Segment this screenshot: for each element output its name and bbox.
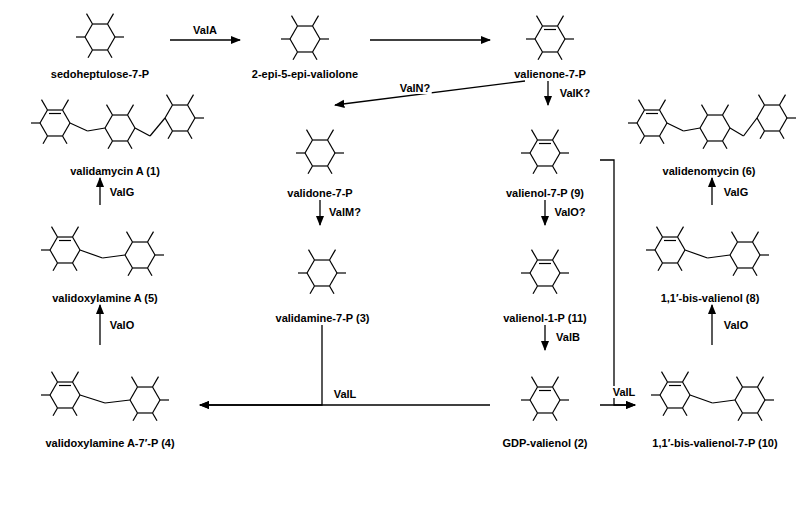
reaction-arrow — [99, 178, 100, 205]
reaction-arrow — [319, 200, 320, 225]
compound-name: valienone-7-P — [490, 68, 610, 81]
chemical-structure — [620, 78, 798, 164]
enzyme-label: ValL — [612, 386, 637, 398]
enzyme-label: ValG — [723, 186, 749, 198]
compound-name: valienol-1-P (11) — [490, 312, 600, 325]
compound-node: sedoheptulose-7-P — [30, 5, 170, 81]
compound-node: GDP-valienol (2) — [490, 350, 600, 450]
compound-name: 1,1′-bis-valienol-7-P (10) — [635, 437, 795, 450]
enzyme-label: ValM? — [328, 206, 362, 218]
compound-node: 2-epi-5-epi-valiolone — [240, 5, 370, 81]
compound-node: validenomycin (6) — [620, 78, 798, 178]
compound-name: valienol-7-P (9) — [490, 187, 600, 200]
chemical-structure — [30, 5, 170, 67]
compound-node: validamycin A (1) — [20, 78, 210, 178]
compound-name: validoxylamine A-7′-P (4) — [20, 437, 200, 450]
reaction-arrow — [99, 305, 100, 345]
enzyme-label: ValG — [109, 186, 135, 198]
compound-name: validone-7-P — [265, 187, 375, 200]
enzyme-label: ValK? — [559, 87, 592, 99]
compound-name: validamycin A (1) — [20, 165, 210, 178]
enzyme-label: ValB — [555, 331, 581, 343]
compound-name: sedoheptulose-7-P — [30, 68, 170, 81]
compound-node: validone-7-P — [265, 105, 375, 200]
reaction-arrow — [600, 160, 635, 405]
compound-node: validoxylamine A-7′-P (4) — [20, 345, 200, 450]
chemical-structure — [490, 225, 600, 311]
reaction-arrow — [200, 325, 322, 405]
chemical-structure — [20, 205, 190, 291]
enzyme-label: ValO? — [553, 206, 586, 218]
compound-node: valienol-7-P (9) — [490, 105, 600, 200]
chemical-structure — [625, 205, 795, 291]
reaction-arrow — [335, 81, 525, 105]
reaction-arrow — [547, 81, 548, 105]
chemical-structure — [265, 105, 375, 186]
compound-name: validoxylamine A (5) — [20, 292, 190, 305]
reaction-arrow — [711, 305, 712, 345]
chemical-structure — [490, 105, 600, 186]
chemical-structure — [240, 5, 370, 67]
chemical-structure — [490, 5, 610, 67]
compound-node: 1,1′-bis-valienol (8) — [625, 205, 795, 305]
reaction-arrow — [711, 178, 712, 205]
reaction-arrow — [370, 39, 490, 40]
compound-node: valienone-7-P — [490, 5, 610, 81]
compound-name: 2-epi-5-epi-valiolone — [240, 68, 370, 81]
enzyme-label: ValN? — [399, 82, 432, 94]
reaction-arrow — [170, 39, 240, 40]
enzyme-label: ValL — [333, 388, 358, 400]
chemical-structure — [265, 225, 380, 311]
compound-node: validamine-7-P (3) — [265, 225, 380, 325]
enzyme-label: ValO — [109, 319, 135, 331]
enzyme-label: ValA — [192, 24, 218, 36]
compound-name: validamine-7-P (3) — [265, 312, 380, 325]
chemical-structure — [20, 345, 200, 436]
chemical-structure — [20, 78, 210, 164]
reaction-arrow — [200, 404, 490, 405]
compound-name: validenomycin (6) — [620, 165, 798, 178]
compound-node: validoxylamine A (5) — [20, 205, 190, 305]
reaction-arrow — [544, 200, 545, 225]
enzyme-label: ValO — [723, 319, 749, 331]
compound-name: GDP-valienol (2) — [490, 437, 600, 450]
compound-node: 1,1′-bis-valienol-7-P (10) — [635, 345, 795, 450]
compound-name: 1,1′-bis-valienol (8) — [625, 292, 795, 305]
reaction-arrow — [600, 404, 635, 405]
reaction-arrow — [544, 325, 545, 350]
compound-node: valienol-1-P (11) — [490, 225, 600, 325]
chemical-structure — [635, 345, 795, 436]
chemical-structure — [490, 350, 600, 436]
